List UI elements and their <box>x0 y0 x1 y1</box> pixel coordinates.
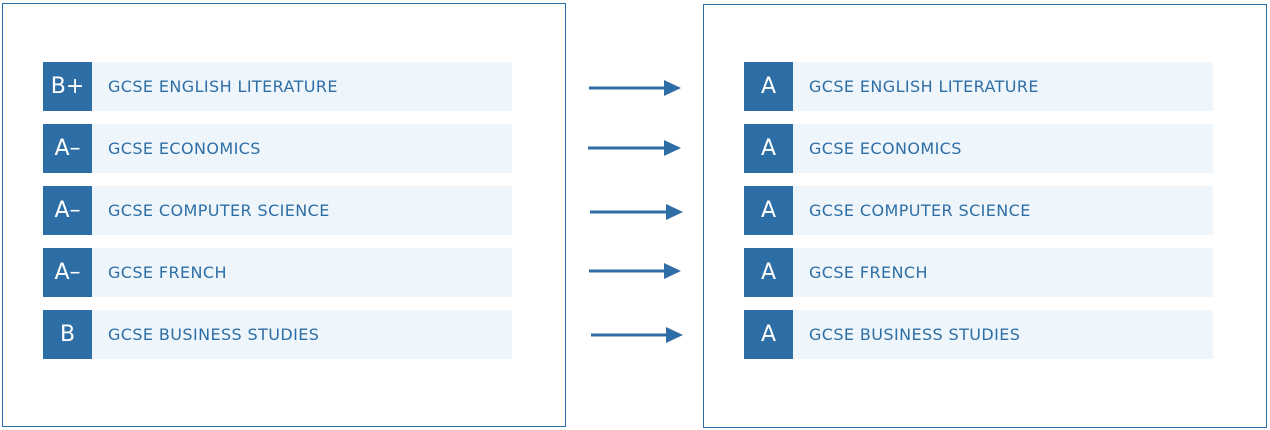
subject-label: GCSE FRENCH <box>108 263 227 282</box>
subject-label: GCSE ECONOMICS <box>108 139 261 158</box>
subject-label: GCSE ECONOMICS <box>809 139 962 158</box>
subject-label: GCSE BUSINESS STUDIES <box>809 325 1021 344</box>
subject-label: GCSE COMPUTER SCIENCE <box>809 201 1031 220</box>
right-arrow-icon <box>591 327 683 343</box>
grade-row: A GCSE ECONOMICS <box>744 124 1213 173</box>
subject-label: GCSE ENGLISH LITERATURE <box>108 77 338 96</box>
grade-row: B+ GCSE ENGLISH LITERATURE <box>43 62 512 111</box>
grade-row: B GCSE BUSINESS STUDIES <box>43 310 512 359</box>
subject-label: GCSE COMPUTER SCIENCE <box>108 201 330 220</box>
grade-badge: A <box>744 248 793 297</box>
subject-label: GCSE ENGLISH LITERATURE <box>809 77 1039 96</box>
grade-row: A GCSE FRENCH <box>744 248 1213 297</box>
connector-arrows <box>588 80 683 343</box>
subject-label: GCSE BUSINESS STUDIES <box>108 325 320 344</box>
grade-badge: B+ <box>43 62 92 111</box>
grade-row: A– GCSE COMPUTER SCIENCE <box>43 186 512 235</box>
grade-row: A– GCSE ECONOMICS <box>43 124 512 173</box>
subject-label: GCSE FRENCH <box>809 263 928 282</box>
grade-badge: A– <box>43 248 92 297</box>
grade-badge: B <box>43 310 92 359</box>
grade-badge: A– <box>43 124 92 173</box>
after-panel: A GCSE ENGLISH LITERATURE A GCSE ECONOMI… <box>703 4 1267 428</box>
grade-row: A GCSE ENGLISH LITERATURE <box>744 62 1213 111</box>
grade-row: A GCSE BUSINESS STUDIES <box>744 310 1213 359</box>
grade-badge: A <box>744 124 793 173</box>
grade-row: A GCSE COMPUTER SCIENCE <box>744 186 1213 235</box>
grade-badge: A– <box>43 186 92 235</box>
grade-row: A– GCSE FRENCH <box>43 248 512 297</box>
grade-badge: A <box>744 62 793 111</box>
right-arrow-icon <box>589 263 681 279</box>
right-arrow-icon <box>590 204 683 220</box>
grade-badge: A <box>744 186 793 235</box>
right-arrow-icon <box>589 80 681 96</box>
grade-badge: A <box>744 310 793 359</box>
before-panel: B+ GCSE ENGLISH LITERATURE A– GCSE ECONO… <box>2 3 566 427</box>
right-arrow-icon <box>588 140 681 156</box>
